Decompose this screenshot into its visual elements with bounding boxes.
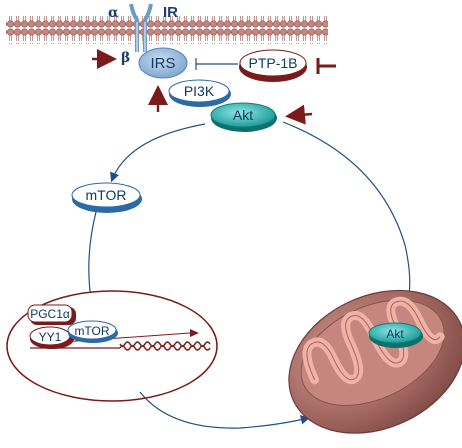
nuclear-mtor-label: mTOR — [74, 324, 109, 338]
akt-label: Akt — [233, 107, 253, 123]
receptor-label: IR — [163, 4, 178, 21]
insulin-receptor — [129, 3, 153, 52]
alpha-label: α — [108, 5, 119, 21]
pgc1a-box — [27, 304, 73, 323]
akt-node — [210, 102, 276, 128]
akt-to-mtor-arrow — [110, 123, 206, 183]
akt-activation-arrow — [285, 104, 313, 125]
irs-label: IRS — [150, 55, 175, 72]
mtor-node — [71, 182, 141, 208]
cristae-outline — [306, 300, 441, 381]
mitochondrion — [288, 289, 462, 434]
ptp1b-node — [239, 49, 307, 77]
dna-helix-b — [119, 345, 211, 351]
mtor-label: mTOR — [86, 187, 127, 203]
akt-to-mitochondrion-arrow — [282, 121, 413, 311]
yy1-label: YY1 — [39, 330, 62, 344]
dna-helix-a — [119, 341, 211, 347]
mito-akt-label: Akt — [386, 327, 404, 341]
pgc1a-label: PGC1α — [30, 307, 70, 321]
pi3k-node — [168, 79, 230, 103]
nuclear-mtor-node — [67, 320, 117, 340]
beta-label: β — [121, 50, 130, 66]
irs-node — [138, 47, 188, 79]
nucleus-to-mitochondrion-arrow — [139, 391, 311, 429]
mito-akt-node — [368, 322, 422, 344]
pi3k-label: PI3K — [184, 83, 215, 99]
transcription-arrow-head — [190, 329, 199, 337]
ptp1b-label: PTP-1B — [248, 55, 297, 71]
cell-membrane — [6, 16, 328, 44]
